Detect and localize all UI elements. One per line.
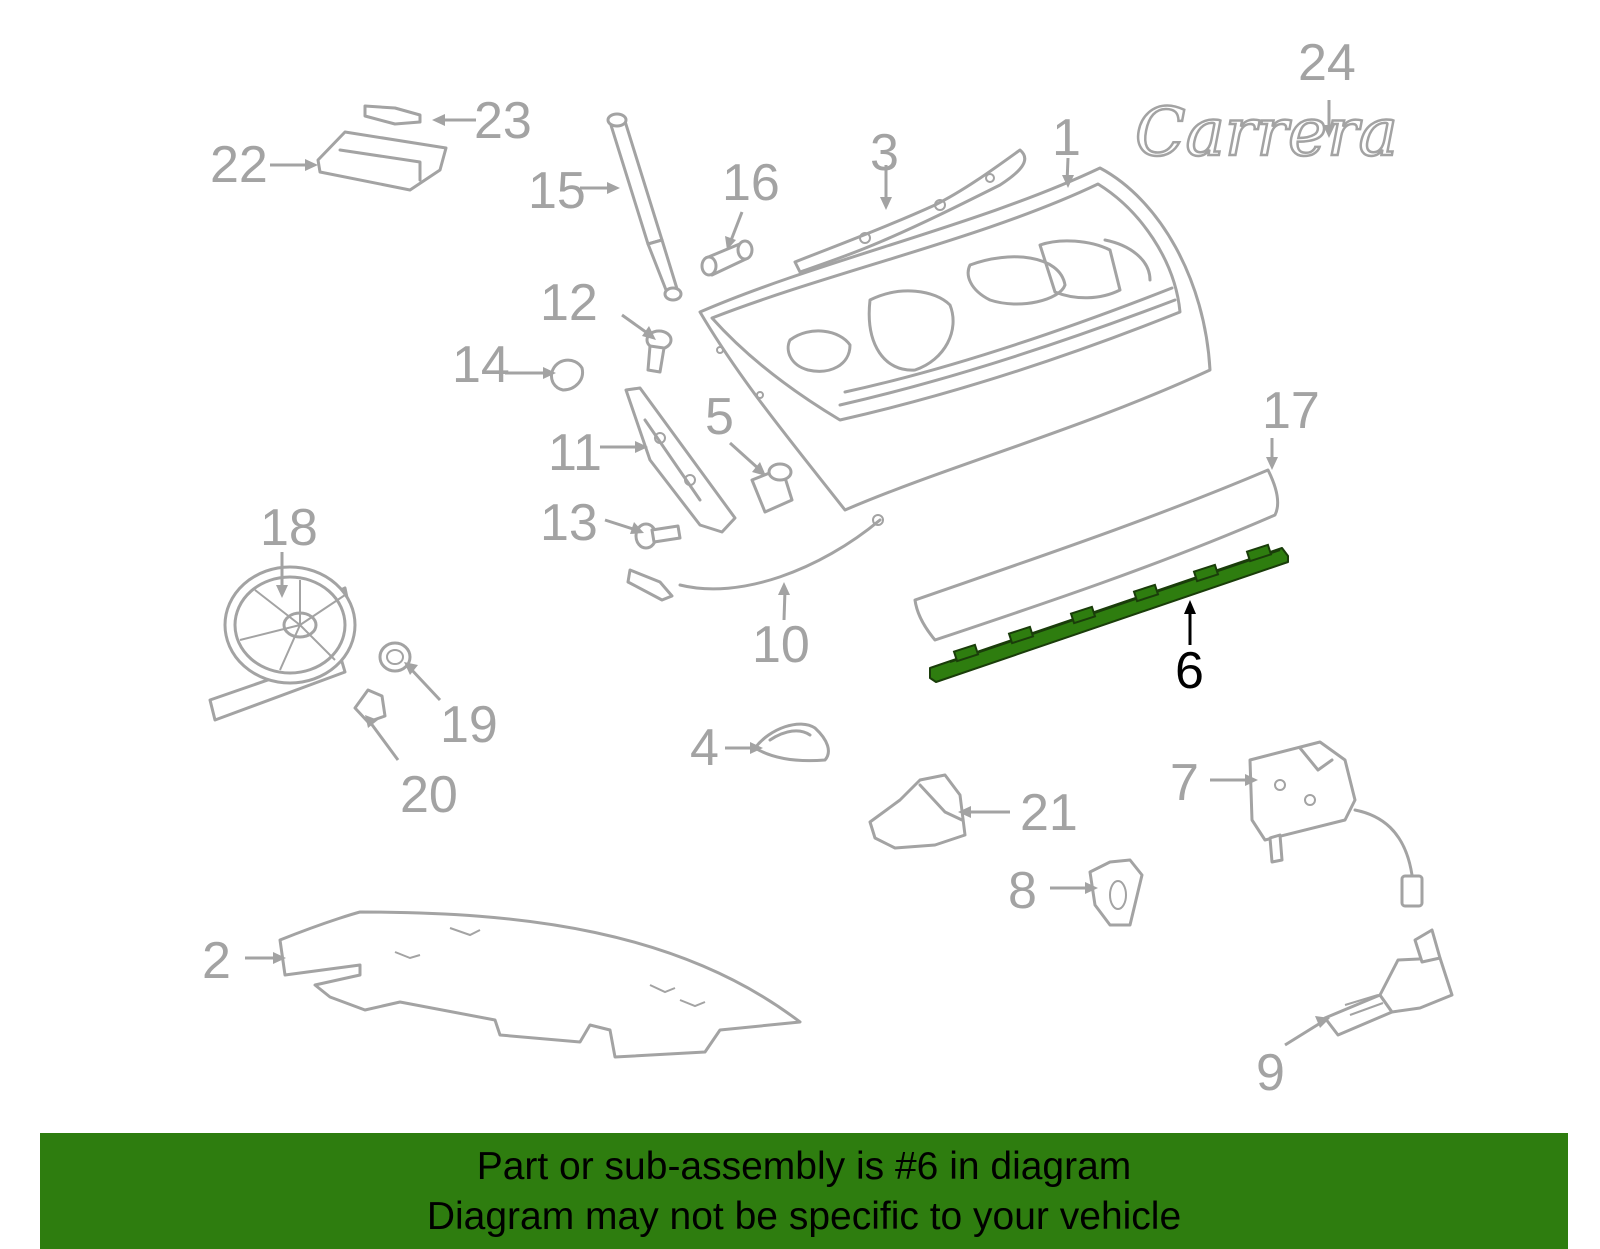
arrowheads — [273, 114, 1335, 1028]
part-20-cap — [353, 688, 387, 724]
part-23-bulb — [363, 104, 422, 126]
part-9-actuator — [1323, 928, 1454, 1037]
callout-5: 5 — [705, 388, 734, 446]
part-16-bushing — [700, 239, 754, 277]
part-10-release-cable — [626, 514, 884, 602]
callout-17: 17 — [1262, 382, 1320, 440]
callout-10: 10 — [752, 616, 810, 674]
callout-9: 9 — [1256, 1044, 1285, 1102]
callout-14: 14 — [452, 336, 510, 394]
callout-19: 19 — [440, 696, 498, 754]
banner-line-2: Diagram may not be specific to your vehi… — [426, 1195, 1182, 1238]
part-21-housing — [868, 773, 967, 850]
arrowhead-6 — [1184, 600, 1196, 614]
part-8-clip — [1088, 858, 1144, 927]
part-5-bump-stop — [750, 462, 794, 514]
banner-line-1: Part or sub-assembly is #6 in diagram — [476, 1145, 1132, 1188]
callout-15: 15 — [528, 162, 586, 220]
part-4-bracket — [753, 722, 830, 763]
callout-8: 8 — [1008, 862, 1037, 920]
part-1-rear-lid — [698, 166, 1212, 512]
callout-23: 23 — [474, 92, 532, 150]
part-19-grommet — [378, 641, 412, 673]
part-3-bracket — [793, 148, 1027, 274]
callout-11: 11 — [548, 424, 602, 482]
callout-4: 4 — [690, 719, 719, 777]
callout-24: 24 — [1298, 34, 1356, 92]
part-6-highlighted-strip — [929, 543, 1289, 683]
part-12-bolt — [645, 329, 673, 374]
exploded-parts-diagram: Carrera — [202, 34, 1454, 1102]
callout-7: 7 — [1170, 754, 1199, 812]
part-17-trim-strip — [913, 468, 1280, 642]
part-2-insulation-pad — [278, 910, 802, 1059]
part-22-light-housing — [316, 130, 448, 192]
callout-6: 6 — [1175, 642, 1204, 700]
callout-2: 2 — [202, 932, 231, 990]
leader-lines — [245, 100, 1331, 1047]
part-15-gas-strut — [606, 112, 683, 302]
callout-18: 18 — [260, 499, 318, 557]
callout-1: 1 — [1052, 109, 1081, 167]
callout-20: 20 — [400, 766, 458, 824]
callout-13: 13 — [540, 494, 598, 552]
part-7-latch — [1248, 740, 1424, 908]
carrera-badge: Carrera — [1135, 94, 1398, 171]
part-14-cap — [550, 358, 585, 392]
part-18-fan — [208, 565, 357, 722]
info-banner: Part or sub-assembly is #6 in diagram Di… — [40, 1133, 1568, 1249]
callout-22: 22 — [210, 136, 268, 194]
part-13-bolt — [634, 522, 682, 550]
part-11-hinge — [624, 386, 737, 534]
callout-3: 3 — [870, 124, 899, 182]
callout-21: 21 — [1020, 784, 1078, 842]
callout-12: 12 — [540, 274, 598, 332]
callout-16: 16 — [722, 154, 780, 212]
